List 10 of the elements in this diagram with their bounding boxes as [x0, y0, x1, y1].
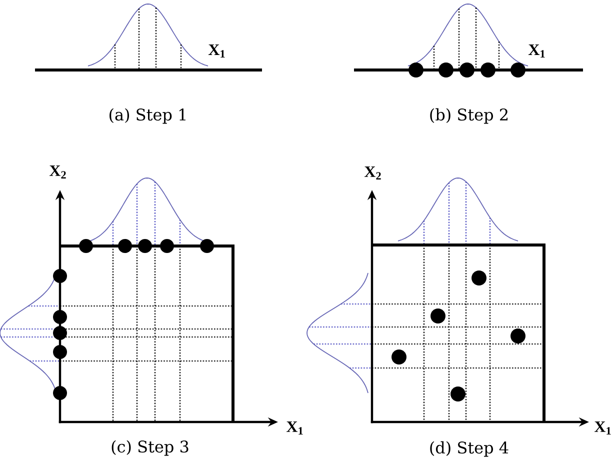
- subfigure-caption: (d) Step 4: [430, 441, 508, 457]
- subfigure-caption: (b) Step 2: [430, 108, 508, 124]
- subfigure-caption: (a) Step 1: [110, 108, 186, 124]
- axis-label: X$_{1}$: [528, 44, 545, 58]
- axis-label: X$_{2}$: [49, 165, 66, 179]
- axis-label: X$_{1}$: [594, 421, 611, 435]
- subfigure-caption: (c) Step 3: [112, 440, 188, 456]
- axis-label: X$_{2}$: [364, 166, 381, 180]
- axis-label: X$_{1}$: [208, 44, 225, 58]
- axis-label: X$_{1}$: [286, 421, 303, 435]
